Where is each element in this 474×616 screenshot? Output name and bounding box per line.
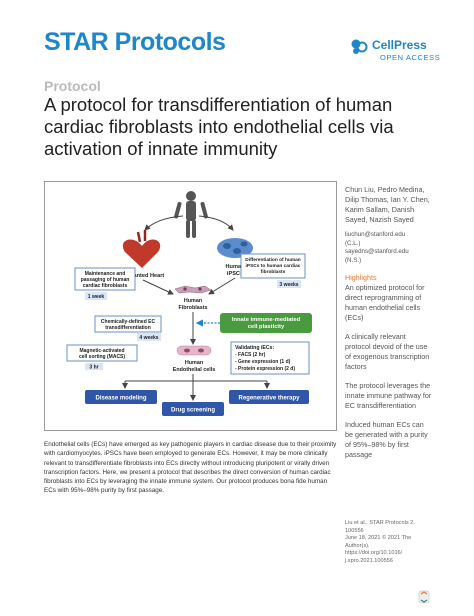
section-label: Protocol [44,78,101,94]
fibroblast-cells-icon [174,285,212,294]
graphical-abstract: Explanted Heart Human iPSCs Maintenance … [44,181,337,431]
human-fibroblasts-label-2: Fibroblasts [178,305,207,311]
disease-modeling-label: Disease modeling [95,396,146,402]
three-hr-label: 3 hr [89,365,98,371]
highlight-item: Induced human ECs can be generated with … [345,420,428,460]
journal-name[interactable]: STAR Protocols [44,28,226,56]
drug-screening-box [162,402,224,416]
check-for-updates-icon[interactable] [418,590,430,604]
maintenance-box [74,267,136,291]
highlight-item: The protocol leverages the innate immune… [345,381,432,411]
human-ecs-label-2: Endothelial cells [173,367,216,373]
citation-line: 100556 [345,527,364,534]
validating-item-1: - FACS (2 hr) [235,352,266,358]
human-ipscs-label-2: iPSCs [227,271,243,277]
chemically-defined-box [94,315,162,333]
validating-item-3: - Protein expression (2 d) [235,366,295,372]
chemically-defined-label-1: Chemically-defined EC [101,319,156,325]
four-weeks-label: 4 weeks [139,335,158,341]
maintenance-label-3: cardiac fibroblasts [83,283,128,289]
citation-line: Author(s). [345,542,370,549]
sidebar: Chun Liu, Pedro Medina, Dilip Thomas, Ia… [345,185,433,469]
one-week-label: 1 week [88,294,105,300]
email-link-2[interactable]: sayedns@stanford.edu [345,248,409,256]
one-week-badge [85,292,107,300]
endothelial-cells-icon [176,345,212,356]
human-ecs-label-1: Human [185,360,203,366]
macs-label-1: Magnetic-activated [79,348,124,354]
highlight-item: An optimized protocol for direct reprogr… [345,283,425,323]
email-initials-1: (C.L.) [345,239,361,247]
differentiation-label-2: iPSCs to human cardiac [246,263,301,269]
citation-block: Liu et al., STAR Protocols 2, 100556 Jun… [345,520,430,566]
author-list: Chun Liu, Pedro Medina, Dilip Thomas, Ia… [345,185,430,224]
maintenance-label-2: passaging of human [81,277,130,283]
citation-line: Liu et al., STAR Protocols 2, [345,520,415,526]
disease-modeling-box [85,390,157,404]
four-weeks-badge [137,333,161,341]
email-initials-2: (N.S.) [345,256,362,264]
open-access-label: OPEN ACCESS [380,53,441,62]
three-weeks-badge [277,280,301,288]
graphical-abstract-diagram: Explanted Heart Human iPSCs Maintenance … [66,191,312,416]
doi-link[interactable]: https://doi.org/10.1016/ [345,550,403,557]
human-ipscs-label-1: Human [226,264,246,270]
regenerative-therapy-box [229,390,309,404]
article-title: A protocol for transdifferentiation of h… [44,94,394,159]
validating-box [230,341,310,375]
innate-immune-label-2: cell plasticity [248,324,285,330]
drug-screening-label: Drug screening [171,408,215,414]
cellpress-logo-icon [351,39,368,54]
highlights-heading: Highlights [345,273,377,283]
figure-caption: Endothelial cells (ECs) have emerged as … [44,441,337,495]
publisher-name: CellPress [372,38,427,52]
validating-title: Validating iECs: [235,345,274,351]
regenerative-therapy-label: Regenerative therapy [238,396,300,402]
highlight-item: A clinically relevant protocol devoid of… [345,332,430,372]
differentiation-label-3: fibroblasts [261,269,286,275]
three-weeks-label: 3 weeks [279,282,298,288]
innate-immune-box [220,313,312,333]
email-link-1[interactable]: liuchun@stanford.edu [345,231,406,238]
human-figure-icon [174,191,208,238]
citation-line: June 18, 2021 © 2021 The [345,535,412,542]
macs-box [66,344,138,362]
heart-icon [122,230,161,268]
validating-item-2: - Gene expression (1 d) [235,359,291,365]
contact-emails: liuchun@stanford.edu (C.L.) sayedns@stan… [345,231,433,265]
chemically-defined-label-2: transdifferentiation [105,325,151,331]
differentiation-label-1: Differentiation of human [245,257,300,263]
doi-link[interactable]: j.xpro.2021.100556 [345,557,393,564]
macs-label-2: cell sorting (MACS) [79,354,125,360]
innate-immune-label-1: Innate immune-mediated [232,317,301,323]
human-fibroblasts-label-1: Human [184,298,202,304]
differentiation-box [240,253,306,279]
maintenance-label-1: Maintenance and [85,271,126,277]
ipsc-cells-icon [217,238,253,258]
explanted-heart-label: Explanted Heart [122,273,165,279]
three-hr-badge [85,363,103,370]
